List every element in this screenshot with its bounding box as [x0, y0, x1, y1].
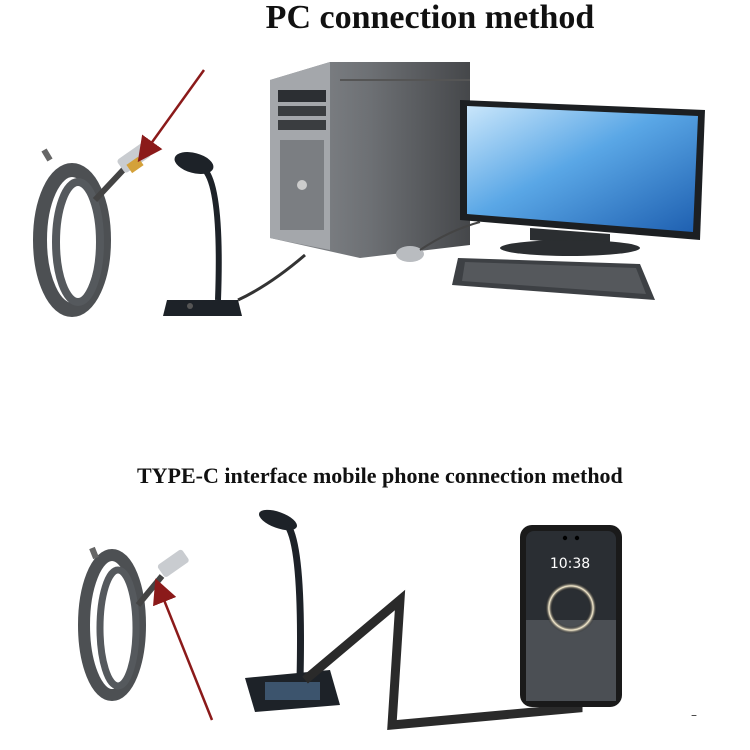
footer-mark: – — [691, 708, 697, 722]
usb-cable-coil-bottom — [84, 548, 190, 695]
monitor — [460, 100, 705, 256]
arrow-top — [145, 70, 204, 152]
arrow-bottom — [160, 590, 212, 720]
pc-tower — [270, 62, 470, 258]
phone — [520, 525, 622, 707]
keyboard — [452, 258, 655, 300]
phone-clock: 10:38 — [544, 556, 596, 572]
usb-cable-coil-top — [40, 142, 152, 310]
mouse — [396, 246, 424, 262]
microphone-bottom — [245, 506, 340, 712]
phone-section-title: TYPE-C interface mobile phone connection… — [137, 463, 623, 489]
